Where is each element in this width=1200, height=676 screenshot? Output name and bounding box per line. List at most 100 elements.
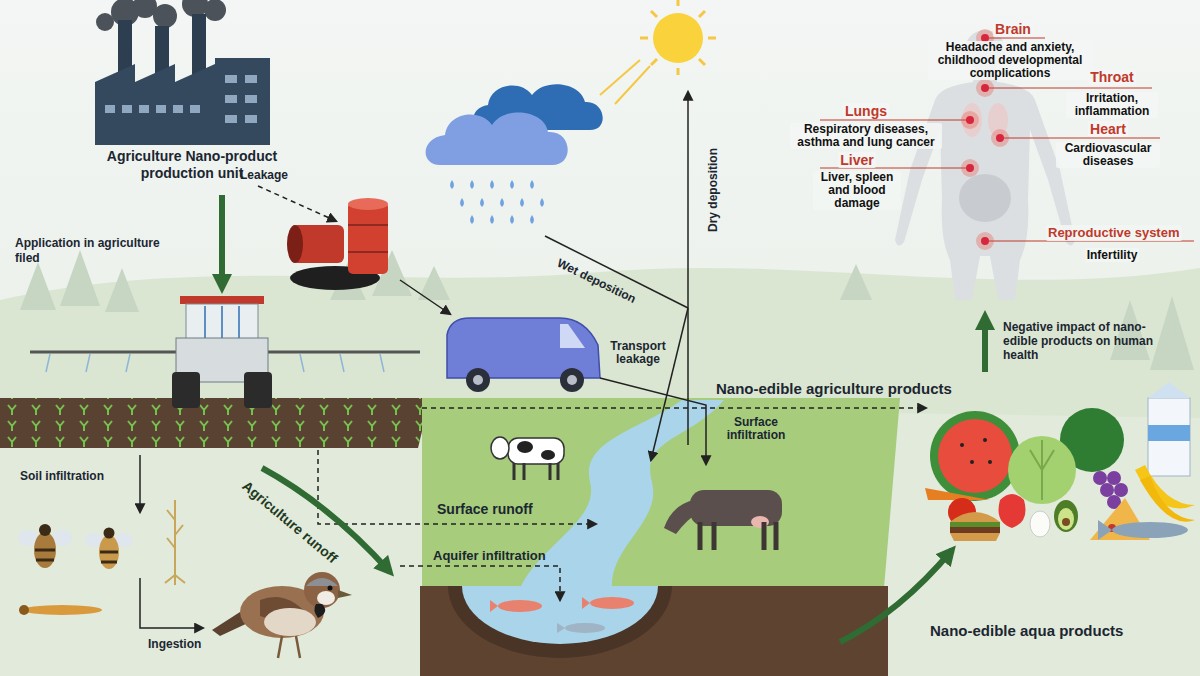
cows-part-part-part [557, 463, 560, 480]
symptom-text: Liver, spleen and blood damage [813, 171, 901, 210]
flow-label: Surface infiltration [714, 416, 798, 442]
cows-part-part-part [698, 522, 703, 550]
background-part-part [20, 262, 56, 310]
label-slot: Surface infiltration [714, 416, 798, 443]
barrels-part [287, 225, 303, 263]
tractor [30, 296, 420, 408]
crop-field [0, 398, 430, 448]
sky-elements-part-part [480, 198, 484, 207]
cows-part-part-part [774, 522, 779, 550]
label-slot: Surface runoff [437, 500, 533, 518]
tractor-part-part [221, 306, 223, 338]
flow-arrows-part [982, 316, 988, 372]
food-group-part-part [1107, 471, 1121, 485]
water-and-soil-part [420, 586, 888, 676]
insects-part [99, 535, 119, 569]
food-group-part [1008, 436, 1076, 504]
flow-label: Nano-edible agriculture products [716, 380, 952, 398]
tractor-part-part [238, 306, 240, 338]
flow-arrows-part [258, 186, 336, 221]
organ-markers-part-part [989, 38, 1045, 39]
flow-label: Aquifer infiltration [433, 548, 546, 563]
tractor-part-part [46, 354, 50, 372]
food-group-part-part [983, 438, 987, 442]
sky-elements-part-part [651, 59, 657, 65]
cows-part-part-part [762, 522, 767, 550]
cows-part-part-part [523, 463, 526, 480]
water-and-soil-part-part [565, 623, 605, 633]
flow-label: Agriculture runoff [239, 478, 340, 567]
organ-name: Throat [1088, 69, 1136, 85]
label-slot: Throat [1072, 68, 1152, 86]
tractor-part [205, 306, 239, 338]
cows-part [491, 437, 564, 480]
sparrow-part-part [278, 636, 282, 658]
background-part-part [105, 268, 139, 312]
tractor-part-part [86, 354, 90, 372]
crop-field-part [0, 398, 430, 448]
flow-arrows-part [651, 308, 688, 460]
factory-part-part [225, 75, 237, 83]
factory [95, 0, 270, 145]
sparrow-part [317, 591, 335, 605]
sky-elements-part-part [490, 180, 494, 189]
food-group-part [950, 533, 1000, 541]
flow-label: Soil infiltration [20, 469, 104, 483]
sky-elements-part-part [708, 37, 716, 40]
flow-arrows-part [545, 236, 688, 308]
insects-part [35, 550, 55, 560]
tractor-part-part [126, 354, 130, 372]
factory-part [95, 58, 270, 145]
sky-elements-part-part [470, 215, 474, 224]
insects-part-part [35, 549, 55, 552]
food-group-part [938, 419, 1012, 493]
flow-label: Ingestion [148, 637, 201, 651]
insects [18, 500, 185, 615]
sky-elements-part-part [615, 66, 650, 104]
symptom-text: Infertility [1085, 248, 1140, 262]
insects-part-part [174, 500, 176, 575]
tractor-part [172, 372, 200, 408]
barrels-part [348, 225, 388, 252]
van-part [560, 324, 585, 348]
food-group-part [950, 512, 1000, 522]
organ-name: Heart [1088, 121, 1128, 137]
flow-label: Transport leakage [606, 340, 670, 366]
flow-arrows-part [219, 195, 225, 288]
flow-label: Surface runoff [437, 501, 533, 517]
sparrow-part [338, 590, 352, 598]
flow-label: Application in agriculture filed [15, 236, 180, 266]
food-group-part-part [1100, 483, 1114, 497]
food-group-part-part [1114, 483, 1128, 497]
sparrow [212, 572, 352, 658]
sky-elements-part [426, 112, 568, 165]
cows-part-part [517, 441, 533, 453]
sky-elements-part [600, 60, 650, 104]
food-group-part [930, 411, 1020, 501]
insects-part-part [101, 561, 117, 564]
label-slot: Leakage [240, 165, 288, 183]
factory-part-part [156, 105, 166, 113]
organ-markers-part-part [966, 116, 974, 124]
insects-part-part [36, 559, 54, 562]
sky-elements-part-part [699, 59, 705, 65]
food-group-part [999, 494, 1026, 528]
cows [491, 437, 782, 550]
organ-markers-part-part [989, 88, 1152, 89]
factory-part-part [105, 105, 115, 113]
sky-elements-part-part [530, 180, 534, 189]
factory-part-part [204, 0, 226, 21]
label-slot: Dry deposition [703, 148, 721, 232]
insects-part-part [100, 551, 118, 554]
tractor-part-part [380, 354, 384, 372]
factory-part-part [225, 115, 237, 123]
sky-elements-part-part [510, 215, 514, 224]
symptom-text: Respiratory diseases, asthma and lung ca… [790, 123, 942, 149]
factory-part-part [245, 115, 257, 123]
food-group-part-part [960, 443, 964, 447]
sky-elements-part-part [460, 198, 464, 207]
flow-arrows-part [318, 450, 596, 524]
background-part-part [60, 250, 100, 306]
